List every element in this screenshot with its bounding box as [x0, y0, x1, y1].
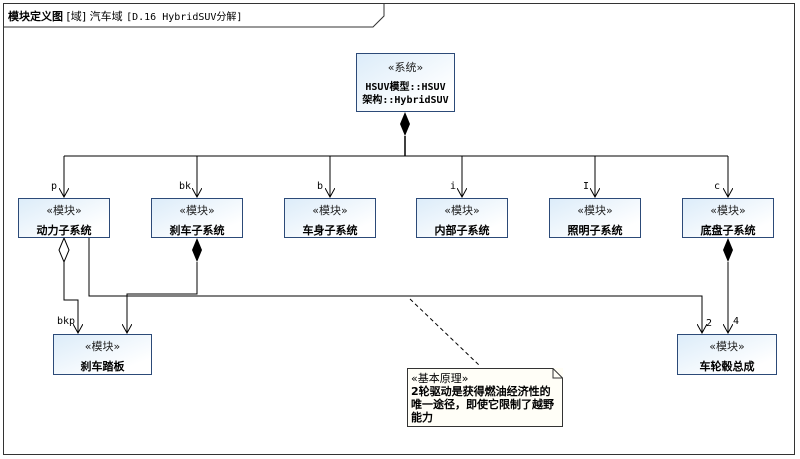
diagram-kind: 模块定义图: [8, 10, 63, 23]
block-chassis-subsystem[interactable]: «模块» 底盘子系统: [682, 198, 774, 238]
diagram-name: [D.16 HybridSUV分解]: [126, 12, 243, 23]
system-stereotype: «系统»: [387, 61, 424, 74]
system-block[interactable]: «系统» HSUV模型::HSUV 架构::HybridSUV: [356, 53, 455, 112]
block-brake-subsystem[interactable]: «模块» 刹车子系统: [151, 198, 243, 238]
system-model-name: HSUV模型::HSUV: [365, 82, 446, 93]
role-label-lighting: I: [583, 181, 590, 192]
diagram-domain: [域] 汽车域: [66, 10, 123, 23]
role-label-chassis: c: [714, 181, 721, 192]
rationale-note[interactable]: «基本原理» 2轮驱动是获得燃油经济性的唯一途径，即使它限制了越野能力: [407, 368, 563, 427]
note-border: [407, 368, 563, 427]
block-name: 刹车子系统: [169, 224, 225, 237]
block-name: 底盘子系统: [700, 224, 756, 237]
block-name: 动力子系统: [36, 224, 92, 237]
diagram-header: 模块定义图 [域] 汽车域 [D.16 HybridSUV分解]: [8, 8, 242, 24]
role-label-power: p: [51, 181, 58, 192]
link-brake-pedal: [127, 262, 198, 333]
block-interior-subsystem[interactable]: «模块» 内部子系统: [416, 198, 508, 238]
block-stereotype: «模块»: [312, 204, 348, 217]
block-name: 照明子系统: [567, 224, 623, 237]
block-body-subsystem[interactable]: «模块» 车身子系统: [284, 198, 376, 238]
block-wheel-hub-assembly[interactable]: «模块» 车轮毂总成: [677, 334, 777, 375]
block-power-subsystem[interactable]: «模块» 动力子系统: [18, 198, 110, 238]
note-anchor: [409, 298, 481, 367]
block-brake-pedal[interactable]: «模块» 刹车踏板: [53, 334, 152, 375]
block-stereotype: «模块»: [84, 340, 121, 353]
system-composition-diamond: [400, 112, 410, 136]
block-stereotype: «模块»: [179, 204, 215, 217]
block-lighting-subsystem[interactable]: «模块» 照明子系统: [549, 198, 641, 238]
role-label-brake: bk: [179, 181, 192, 192]
block-name: 刹车踏板: [80, 360, 125, 373]
power-aggregation-diamond: [58, 236, 70, 264]
brake-composition-diamond: [192, 238, 202, 262]
block-stereotype: «模块»: [709, 340, 745, 353]
block-stereotype: «模块»: [577, 204, 613, 217]
link-power-wheels: [88, 238, 702, 333]
note-text: 2轮驱动是获得燃油经济性的唯一途径，即使它限制了越野能力: [411, 385, 554, 424]
block-name: 车身子系统: [302, 224, 358, 237]
block-name: 内部子系统: [434, 224, 490, 237]
block-stereotype: «模块»: [444, 204, 480, 217]
system-architecture-name: 架构::HybridSUV: [362, 95, 449, 106]
link-power-pedal: [63, 262, 78, 333]
chassis-composition-diamond: [723, 238, 733, 262]
block-name: 车轮毂总成: [699, 360, 755, 373]
role-label-body: b: [317, 181, 324, 192]
multiplicity-right: 4: [733, 316, 740, 327]
block-stereotype: «模块»: [710, 204, 746, 217]
role-label-pedal: bkp: [57, 316, 76, 327]
block-stereotype: «模块»: [46, 204, 82, 217]
role-label-interior: i: [450, 181, 457, 192]
multiplicity-left: 2: [706, 318, 713, 329]
note-stereotype: «基本原理»: [411, 372, 469, 385]
